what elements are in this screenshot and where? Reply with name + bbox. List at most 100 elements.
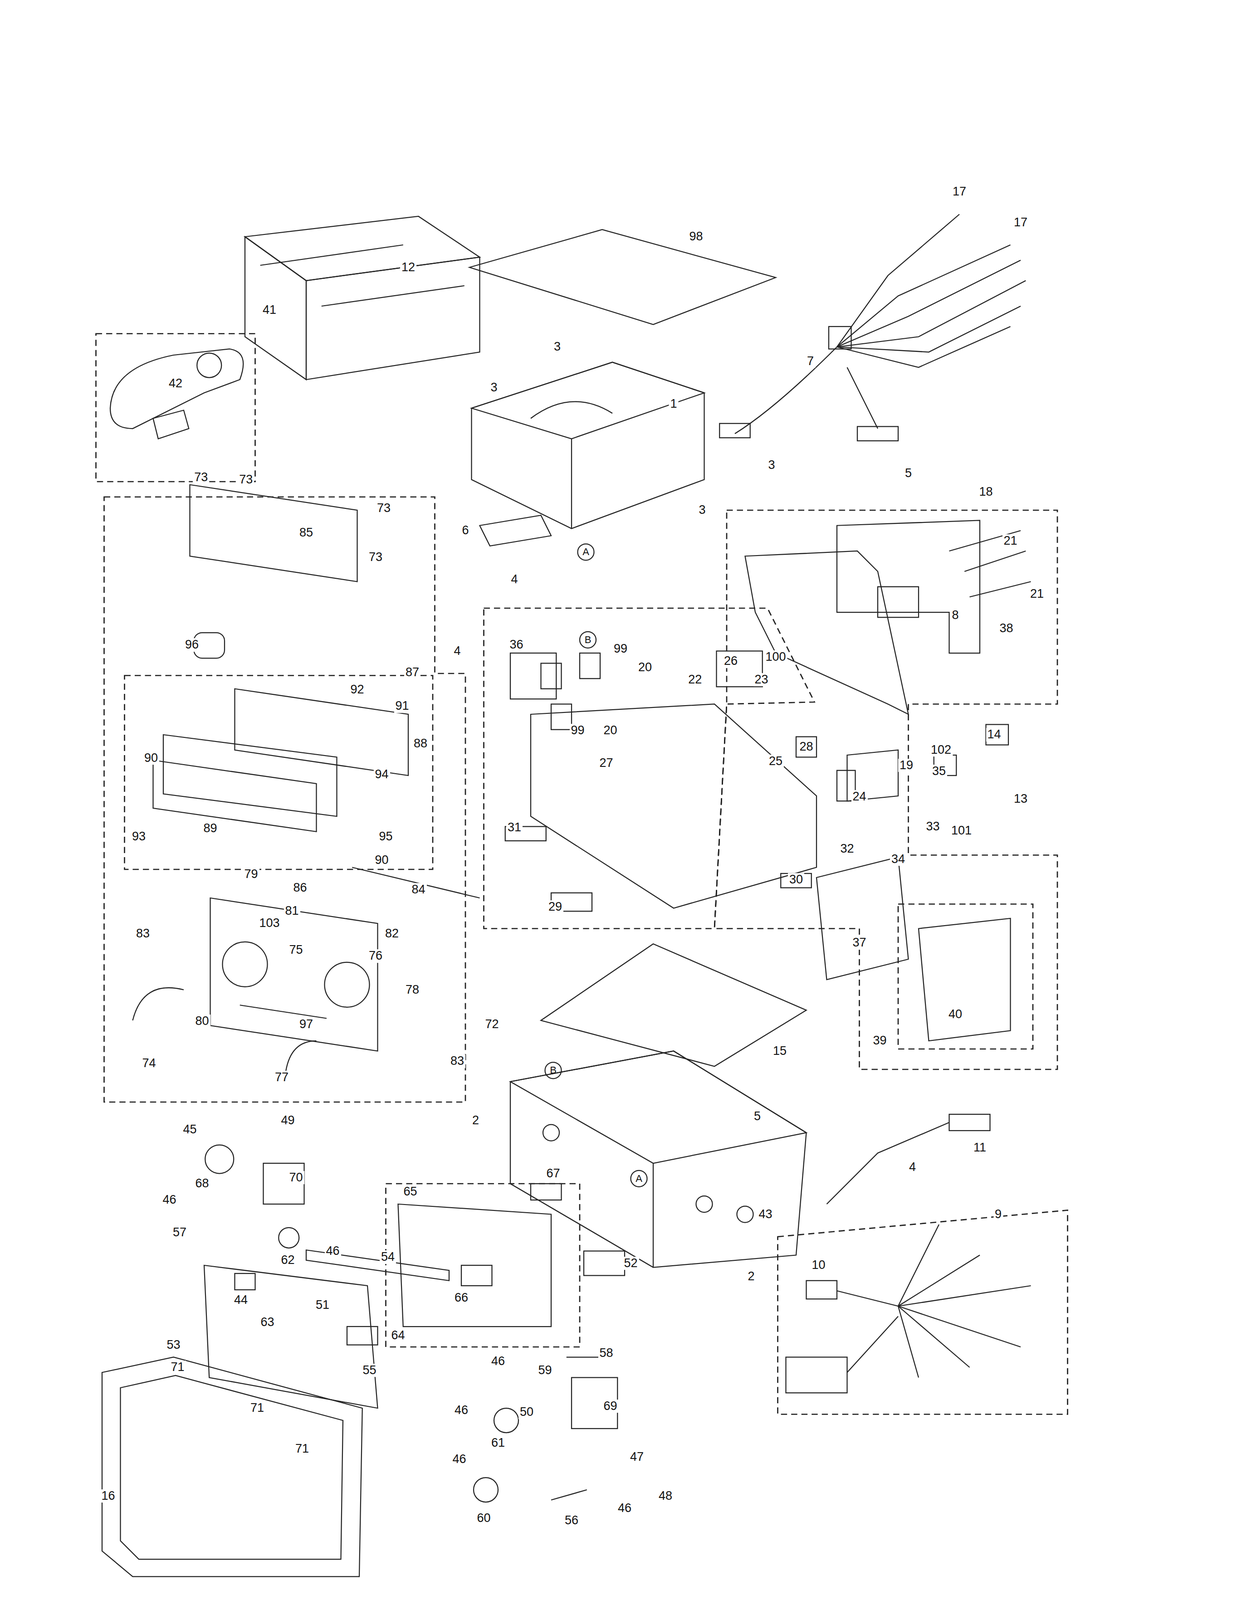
callout-number: 60 xyxy=(475,1511,492,1526)
callout-number: 3 xyxy=(766,458,777,473)
callout-number: 49 xyxy=(279,1114,296,1128)
callout-number: 76 xyxy=(367,949,384,964)
callout-number: 65 xyxy=(401,1185,419,1199)
callout-number: 73 xyxy=(192,470,210,485)
callout-number: 93 xyxy=(130,830,147,844)
callout-number: 31 xyxy=(506,821,523,835)
callout-number: 71 xyxy=(249,1401,266,1416)
callout-number: 15 xyxy=(771,1044,788,1059)
callout-number: 2 xyxy=(470,1114,481,1128)
callout-number: 99 xyxy=(612,642,629,656)
reference-letter: B xyxy=(548,1065,558,1076)
callout-number: 40 xyxy=(947,1007,964,1022)
callout-number: 96 xyxy=(183,638,201,652)
callout-number: 42 xyxy=(167,376,184,391)
callout-number: 74 xyxy=(140,1056,157,1071)
callout-number: 43 xyxy=(757,1207,774,1222)
callout-number: 46 xyxy=(450,1452,468,1467)
callout-number: 72 xyxy=(483,1017,500,1032)
callout-number: 92 xyxy=(348,683,366,697)
callout-number: 37 xyxy=(850,936,868,950)
callout-number: 82 xyxy=(383,927,401,941)
callout-number: 17 xyxy=(1012,215,1029,230)
callout-number: 16 xyxy=(99,1489,117,1504)
callout-number: 47 xyxy=(628,1450,646,1465)
callout-number: 80 xyxy=(193,1014,211,1029)
callout-number: 19 xyxy=(898,758,915,773)
callout-number: 5 xyxy=(752,1109,763,1124)
callout-number: 73 xyxy=(367,550,384,565)
callout-number: 91 xyxy=(393,699,411,714)
callout-number: 20 xyxy=(601,723,619,738)
callout-number: 54 xyxy=(379,1250,397,1265)
callout-number: 1 xyxy=(668,397,679,411)
callout-number: 34 xyxy=(889,852,907,867)
callout-number: 35 xyxy=(930,764,948,779)
callout-number: 62 xyxy=(279,1253,296,1268)
callout-number: 3 xyxy=(697,503,707,518)
callout-number: 9 xyxy=(993,1207,1003,1222)
callout-number: 68 xyxy=(193,1177,211,1191)
callout-number: 46 xyxy=(161,1193,178,1208)
callout-number: 84 xyxy=(410,883,427,897)
callout-number: 46 xyxy=(324,1244,341,1259)
callout-number: 25 xyxy=(767,754,784,769)
callout-number: 86 xyxy=(291,881,309,895)
callout-number: 78 xyxy=(404,983,421,998)
callout-number: 46 xyxy=(453,1403,470,1418)
callout-number: 90 xyxy=(373,853,390,868)
callout-number: 99 xyxy=(569,723,586,738)
callout-number: 46 xyxy=(489,1354,507,1369)
callout-number: 69 xyxy=(601,1399,619,1414)
callout-number: 24 xyxy=(850,790,868,804)
callout-number: 58 xyxy=(597,1346,615,1361)
callout-number: 57 xyxy=(171,1226,188,1240)
callout-number: 87 xyxy=(404,665,421,680)
callout-number: 36 xyxy=(508,638,525,652)
callout-number: 41 xyxy=(261,303,278,318)
callout-number: 8 xyxy=(950,608,960,623)
callout-number: 90 xyxy=(142,751,160,766)
callout-number: 61 xyxy=(489,1436,507,1451)
callout-number: 98 xyxy=(687,229,705,244)
callout-number: 11 xyxy=(972,1141,988,1155)
callout-number: 70 xyxy=(287,1171,304,1185)
callout-number: 75 xyxy=(287,943,304,958)
callout-number: 55 xyxy=(361,1364,378,1378)
callout-number: 48 xyxy=(657,1489,674,1504)
callout-number: 103 xyxy=(257,916,281,931)
callout-number: 51 xyxy=(314,1298,331,1313)
callout-number: 71 xyxy=(169,1360,186,1375)
callout-number: 33 xyxy=(924,820,941,834)
callout-number: 56 xyxy=(563,1514,580,1528)
callout-number: 85 xyxy=(298,526,315,540)
callout-number: 79 xyxy=(242,867,260,882)
callout-number: 97 xyxy=(298,1017,315,1032)
callout-number: 32 xyxy=(838,842,856,856)
callout-number: 77 xyxy=(273,1070,290,1085)
callout-number: 27 xyxy=(597,756,615,771)
callout-number: 12 xyxy=(400,260,417,275)
callout-number: 18 xyxy=(977,485,994,499)
callout-number: 23 xyxy=(752,673,770,687)
callout-number: 17 xyxy=(951,185,968,199)
callout-number: 29 xyxy=(547,900,564,915)
callout-number: 45 xyxy=(181,1123,198,1137)
callout-number: 21 xyxy=(1028,587,1046,602)
callout-number: 67 xyxy=(544,1167,562,1181)
callout-number: 5 xyxy=(903,466,914,481)
callout-number: 64 xyxy=(389,1329,406,1343)
callout-number: 38 xyxy=(997,621,1015,636)
callout-number: 83 xyxy=(134,927,152,941)
callout-number: 81 xyxy=(283,904,300,919)
reference-letter: B xyxy=(583,634,593,646)
callout-number: 6 xyxy=(460,523,470,538)
callout-number: 4 xyxy=(452,644,462,659)
reference-letter: A xyxy=(581,546,591,558)
callout-number: 50 xyxy=(518,1405,535,1420)
callout-number: 30 xyxy=(787,873,805,887)
callout-number: 83 xyxy=(449,1054,466,1069)
callout-number: 89 xyxy=(201,821,219,836)
